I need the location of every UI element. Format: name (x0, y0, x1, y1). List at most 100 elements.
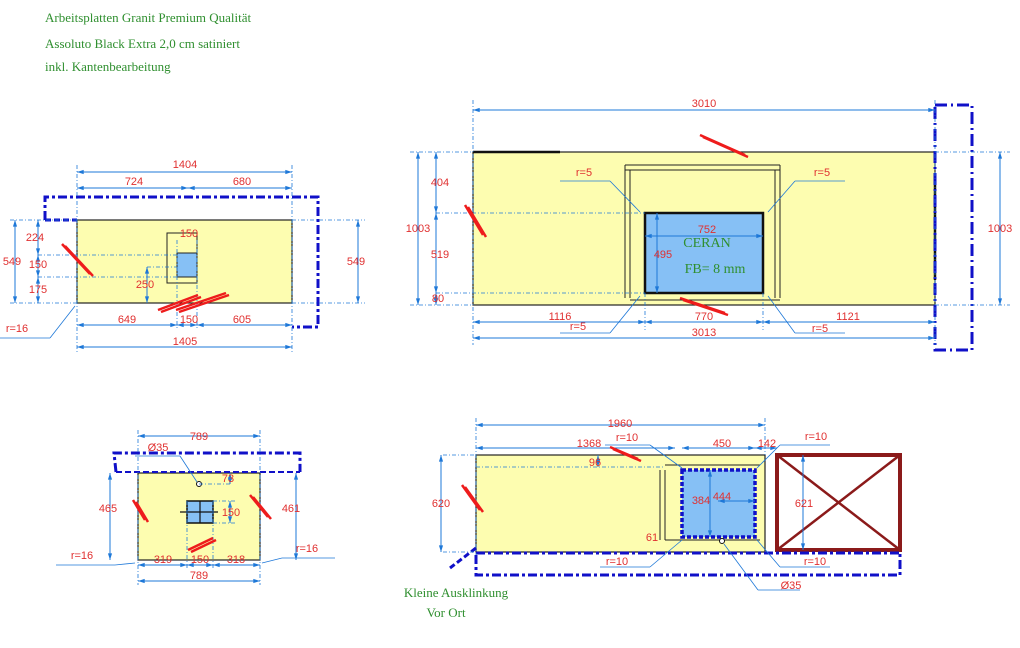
cross-line (776, 454, 901, 551)
dimension-label: 73 (222, 473, 234, 485)
arrow-icon (438, 455, 444, 462)
arrow-icon (206, 562, 213, 568)
dimension-label: 224 (26, 232, 44, 244)
edge-hatch-mark (463, 204, 485, 236)
dimension-label: 80 (432, 293, 444, 305)
arrow-icon (77, 322, 84, 328)
arrow-icon (654, 213, 660, 220)
title-line-1: Arbeitsplatten Granit Premium Qualität (45, 10, 252, 25)
dimension-label: 175 (29, 284, 47, 296)
arrow-icon (253, 578, 260, 584)
corner-radius-label: r=16 (296, 543, 318, 555)
arrow-icon (107, 553, 113, 560)
edge-hatch-mark (131, 499, 147, 521)
arrow-icon (473, 319, 480, 325)
dimension-label: 1368 (577, 438, 601, 450)
dimension-label: 519 (431, 249, 449, 261)
arrow-icon (144, 296, 150, 303)
hob-note: FB= 8 mm (685, 262, 746, 277)
hob-label: CERAN (683, 236, 730, 251)
leader-line (609, 180, 641, 213)
dimension-label: 724 (125, 176, 143, 188)
dimension-label: 404 (431, 177, 449, 189)
arrow-icon (476, 422, 483, 428)
leader-line (756, 539, 781, 568)
arrow-icon (188, 185, 195, 191)
dimension-label: 1116 (549, 311, 572, 323)
arrow-icon (227, 477, 233, 484)
arrow-icon (707, 530, 713, 537)
arrow-icon (187, 562, 194, 568)
arrow-icon (415, 298, 421, 305)
arrow-icon (758, 422, 765, 428)
wall-edge-outline (449, 546, 477, 570)
dimension-label: 465 (99, 503, 117, 515)
arrow-icon (35, 277, 41, 284)
sink-cutout (680, 468, 757, 539)
arrow-icon (35, 220, 41, 227)
arrow-icon (748, 445, 755, 451)
site-note-line-2: Vor Ort (426, 605, 466, 620)
arrow-icon (197, 322, 204, 328)
leader-line (114, 562, 136, 566)
edge-hatch-mark (460, 484, 482, 511)
arrow-icon (107, 473, 113, 480)
title-line-3: inkl. Kantenbearbeitung (45, 59, 171, 74)
dimension-label: 150 (180, 228, 198, 240)
corner-radius-label: r=5 (814, 167, 830, 179)
edge-hatch-mark (702, 135, 749, 159)
arrow-icon (595, 455, 601, 462)
dimension-label: 605 (233, 314, 251, 326)
dimension-label: 1960 (608, 418, 632, 430)
arrow-icon (438, 545, 444, 552)
dimension-label: 150 (191, 554, 209, 566)
arrow-icon (355, 220, 361, 227)
arrow-icon (654, 286, 660, 293)
title-line-2: Assoluto Black Extra 2,0 cm satiniert (45, 36, 240, 51)
arrow-icon (77, 344, 84, 350)
arrow-icon (285, 169, 292, 175)
diameter-label: Ø35 (148, 442, 169, 454)
edge-hatch-mark (64, 245, 94, 277)
arrow-icon (638, 319, 645, 325)
arrow-icon (433, 298, 439, 305)
arrow-icon (433, 293, 439, 300)
arrow-icon (800, 543, 806, 550)
dimension-label: 319 (154, 554, 172, 566)
arrow-icon (253, 562, 260, 568)
edge-hatch-mark (157, 293, 199, 312)
arrow-icon (433, 206, 439, 213)
dimension-label: 620 (432, 498, 450, 510)
leader-line (609, 295, 641, 334)
arrow-icon (763, 319, 770, 325)
leader-line (49, 305, 76, 339)
edge-hatch-mark (175, 291, 227, 312)
corner-radius-label: r=16 (6, 323, 28, 335)
dimension-label: 789 (190, 431, 208, 443)
arrow-icon (476, 445, 483, 451)
arrow-icon (181, 185, 188, 191)
arrow-icon (227, 516, 233, 523)
arrow-icon (293, 553, 299, 560)
dimension-label: 752 (698, 224, 716, 236)
edge-hatch-mark (252, 496, 272, 520)
dimension-label: 549 (3, 256, 21, 268)
arrow-icon (928, 107, 935, 113)
dimension-label: 150 (29, 259, 47, 271)
dimension-label: 61 (646, 532, 658, 544)
arrow-icon (928, 335, 935, 341)
arrow-icon (645, 233, 652, 239)
dimension-label: 142 (758, 438, 776, 450)
tap-hole-icon (719, 538, 725, 544)
arrow-icon (180, 562, 187, 568)
leader-line (723, 543, 759, 591)
leader-line (649, 444, 683, 469)
arrow-icon (755, 445, 762, 451)
dimension-label: 1405 (173, 336, 197, 348)
dimension-label: 1003 (988, 223, 1012, 235)
dimension-label: 1003 (406, 223, 430, 235)
hob-cutout (643, 211, 765, 295)
arrow-icon (682, 445, 689, 451)
edge-hatch-mark (178, 293, 230, 314)
arrow-icon (12, 220, 18, 227)
